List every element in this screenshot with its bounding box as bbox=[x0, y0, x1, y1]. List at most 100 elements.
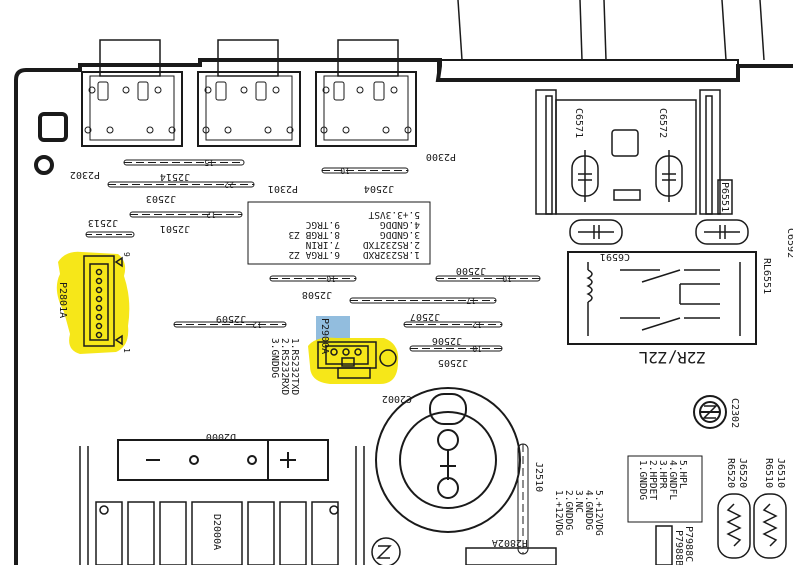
pin-table-main-row: 5.+3.3VST bbox=[368, 209, 420, 220]
p2801a-pin-last: 1 bbox=[122, 348, 131, 353]
d2000a-label: D2000A bbox=[211, 514, 222, 550]
pin-table-main-row: 4.GNDDG bbox=[380, 219, 420, 230]
resistor-r6510 bbox=[753, 493, 787, 559]
jumper-j2501: 12 bbox=[129, 210, 243, 219]
c6591-label: C6591 bbox=[600, 251, 630, 262]
c6592-label: C6592 bbox=[785, 228, 793, 258]
connector-p7988 bbox=[655, 525, 673, 565]
rl6551-label: RL6551 bbox=[761, 258, 772, 294]
top-connector-p2301 bbox=[197, 39, 301, 147]
heatsink-bottom bbox=[79, 446, 365, 565]
c2302-label: C2302 bbox=[729, 398, 740, 428]
capacitor-c6591 bbox=[569, 219, 623, 245]
heatsink-top bbox=[437, 0, 765, 215]
p6551-label: P6551 bbox=[719, 182, 730, 212]
jumper-j2513 bbox=[85, 231, 135, 238]
j6520-label: J6520 bbox=[737, 458, 748, 488]
jumper-pitch: 10 bbox=[502, 274, 512, 283]
square-pad bbox=[38, 112, 68, 142]
j2504-label: J2504 bbox=[364, 183, 394, 194]
j2501-label: J2501 bbox=[160, 223, 190, 234]
pin-table-right-row: 5.HPL bbox=[677, 460, 688, 489]
pin-table-p2802a-row: 3.NC bbox=[573, 490, 584, 513]
jumper-j2514: 15 bbox=[123, 158, 245, 167]
jumper-j2508: 10 bbox=[269, 274, 357, 283]
jumper-pitch: 12 bbox=[472, 320, 482, 329]
highlight-p2801a bbox=[56, 251, 130, 354]
pin-table-right-row: 2.HPDET bbox=[647, 460, 658, 500]
relay-marking: Z2R/Z2L bbox=[639, 348, 706, 367]
pin-table-main-row: 9.TRGC bbox=[306, 219, 340, 230]
pin-table-main-row: 7.IRIN bbox=[305, 239, 340, 250]
capacitor-c6571 bbox=[571, 150, 599, 202]
p7988c-label: P7988C bbox=[683, 526, 694, 562]
jumper-j2506: 12 bbox=[403, 320, 503, 329]
j2510-label: J2510 bbox=[533, 462, 544, 492]
jumper-pitch: 12 bbox=[252, 320, 262, 329]
p2801a-pin-first: 9 bbox=[122, 252, 131, 257]
p2300-label: P2300 bbox=[426, 151, 456, 162]
resistor-r6520 bbox=[717, 493, 751, 559]
p2802a-label: P2802A bbox=[492, 537, 528, 548]
jumper-pitch: 17 bbox=[466, 296, 476, 305]
jumper-j2500: 10 bbox=[435, 274, 541, 283]
connector-p6551 bbox=[717, 179, 733, 215]
jumper-j2503: 22 bbox=[107, 180, 255, 189]
j2500-label: J2500 bbox=[456, 265, 486, 276]
connector-p2801a bbox=[83, 255, 123, 347]
pin-table-right-row: 4.GNDFL bbox=[667, 460, 678, 500]
pin-table-right: 5.HPL 4.GNDFL 3.HPR 2.HPDET 1.GNDDG bbox=[627, 455, 703, 523]
jumper-pitch: 15 bbox=[204, 158, 214, 167]
pin-table-right-row: 1.GNDDG bbox=[637, 460, 648, 500]
pin-table-p2802a: 5.+12VDG 4.GNDDG 3.NC 2.GNDDG 1.+12VDG bbox=[553, 490, 604, 536]
jumper-pitch: 22 bbox=[224, 180, 234, 189]
jumper-pitch: 10 bbox=[326, 274, 336, 283]
pin-table-p2802a-row: 4.GNDDG bbox=[583, 490, 594, 530]
p2900a-pad bbox=[379, 349, 397, 367]
capacitor-small-bottom bbox=[371, 537, 401, 565]
j2513-label: J2513 bbox=[88, 217, 118, 228]
jumper-pitch: 10 bbox=[340, 166, 350, 175]
j2509-label: J2509 bbox=[216, 313, 246, 324]
j2505-label: J2505 bbox=[438, 357, 468, 368]
connector-p2900a bbox=[317, 341, 377, 379]
relay-rl6551 bbox=[567, 251, 757, 345]
jumper-j2509: 12 bbox=[173, 320, 287, 329]
j2506-label: J2506 bbox=[432, 335, 462, 346]
pin-table-p2900a: 1.RS232TXD 2.RS232RXD 3.GNDDG bbox=[269, 338, 300, 395]
pin-table-main-row: 6.TRGA Z2 bbox=[289, 249, 340, 260]
pin-table-p2802a-row: 5.+12VDG bbox=[593, 490, 604, 536]
j2507-label: J2507 bbox=[410, 311, 440, 322]
jumper-j2507: 17 bbox=[349, 296, 497, 305]
capacitor-c2302 bbox=[693, 395, 727, 429]
capacitor-c2002 bbox=[375, 387, 521, 533]
pin-table-right-row: 3.HPR bbox=[657, 460, 668, 489]
capacitor-c6592 bbox=[695, 219, 749, 245]
c6571-label: C6571 bbox=[573, 108, 584, 138]
j2508-label: J2508 bbox=[302, 289, 332, 300]
d2000-label: D2000 bbox=[206, 431, 236, 442]
j6510-label: J6510 bbox=[775, 458, 786, 488]
c6572-label: C6572 bbox=[657, 108, 668, 138]
p2801a-label: P2801A bbox=[57, 282, 68, 318]
c2002-label: C2002 bbox=[382, 393, 412, 404]
pin-table-p2900a-row: 2.RS232RXD bbox=[279, 338, 290, 395]
jumper-pitch: 12 bbox=[206, 210, 216, 219]
bridge-d2000 bbox=[117, 439, 329, 481]
j2514-label: J2514 bbox=[160, 171, 190, 182]
pin-table-main-row: 2.RS232TXD bbox=[363, 239, 420, 250]
j2503-label: J2503 bbox=[146, 193, 176, 204]
jumper-j2505: 10 bbox=[409, 344, 503, 353]
top-connector-p2302 bbox=[81, 39, 183, 147]
pin-table-p2900a-row: 3.GNDDG bbox=[269, 338, 280, 378]
round-pad bbox=[34, 155, 54, 175]
p2301-label: P2301 bbox=[268, 183, 298, 194]
r6510-label: R6510 bbox=[763, 458, 774, 488]
top-connector-p2300 bbox=[315, 39, 417, 147]
pin-table-main: 5.+3.3VST 4.GNDDG 3.GNDDG 2.RS232TXD 1.R… bbox=[247, 201, 431, 265]
pin-table-main-row: 8.TRGB Z3 bbox=[289, 229, 340, 240]
pin-table-main-row: 1.RS232RXD bbox=[363, 249, 420, 260]
pin-table-p2900a-row: 1.RS232TXD bbox=[289, 338, 300, 395]
p2302-label: P2302 bbox=[70, 169, 100, 180]
